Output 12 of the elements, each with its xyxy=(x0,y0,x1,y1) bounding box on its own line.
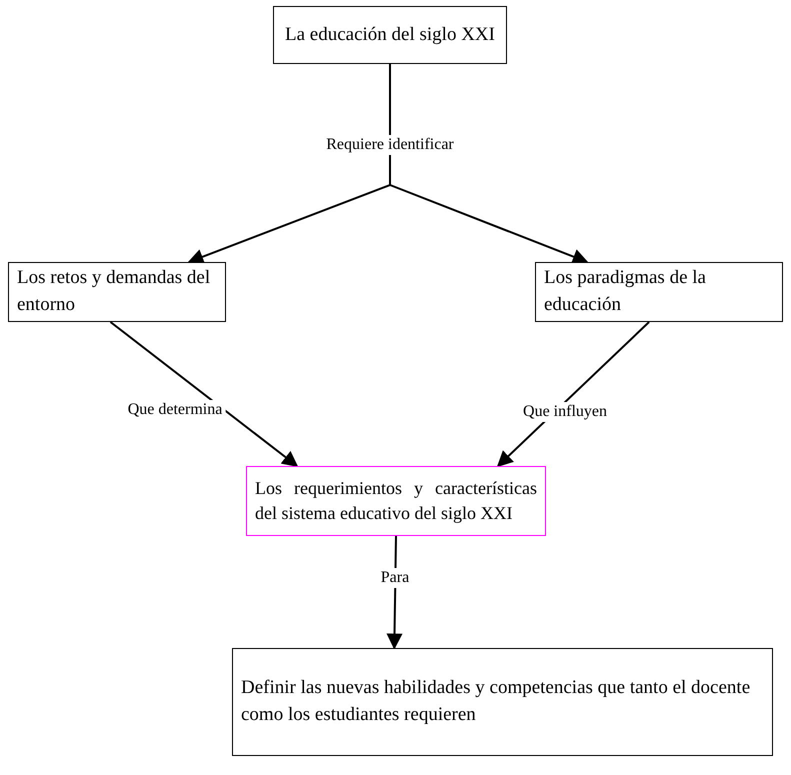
box-text: Definir las nuevas habilidades y competencias que tanto el docente como los estudiantes requieren xyxy=(241,676,752,727)
arrow xyxy=(496,321,650,468)
concept-box xyxy=(8,262,226,322)
concept-box xyxy=(232,648,773,756)
box-text: Los retos y demandas del entorno xyxy=(17,266,212,317)
concept-box xyxy=(246,466,546,536)
box-text: Los paradigmas de la educación xyxy=(544,266,707,317)
arrow xyxy=(110,321,298,467)
box-text: La educación del siglo XXI xyxy=(285,22,495,47)
concept-box xyxy=(273,6,507,64)
box-text: Los requerimientos y características del sistema educativo del siglo XXI xyxy=(255,476,537,525)
concept-box xyxy=(535,262,783,322)
